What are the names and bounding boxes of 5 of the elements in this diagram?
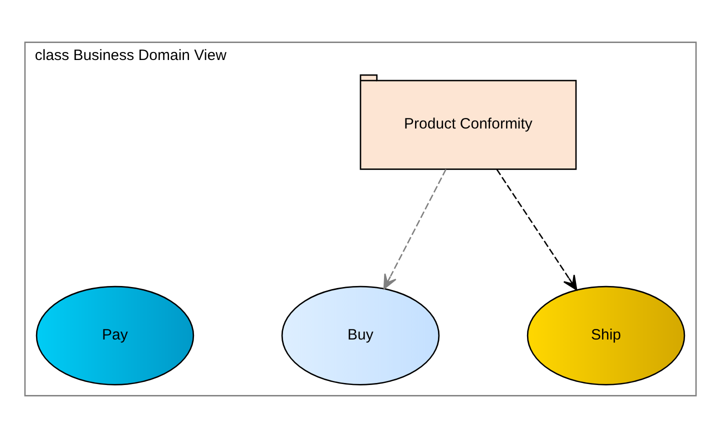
- arrow: [383, 169, 447, 290]
- node-ellipse: Ship: [526, 286, 686, 386]
- node-ellipse: Pay: [36, 286, 194, 386]
- arrow: [496, 168, 578, 290]
- node-ellipse: Buy: [281, 286, 440, 386]
